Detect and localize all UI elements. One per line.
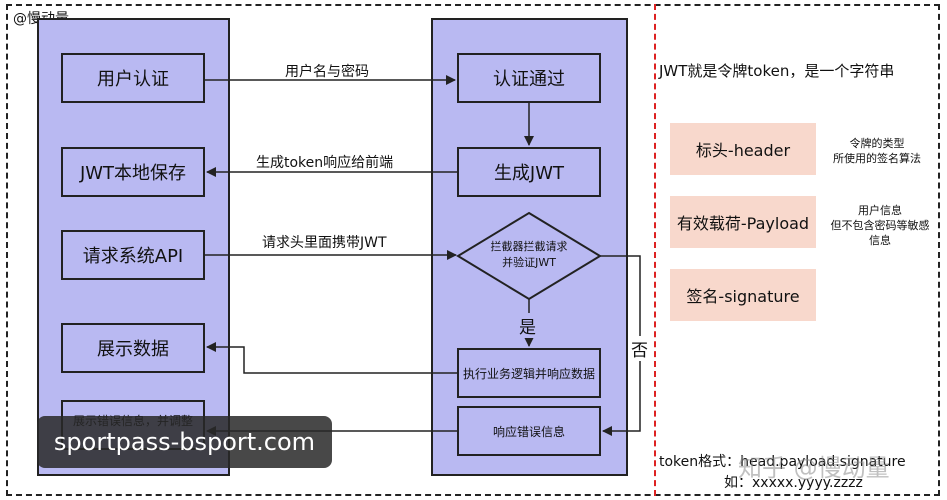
- label-yes: 是: [519, 313, 536, 338]
- token-format: token格式：head.payload.signature: [659, 454, 906, 470]
- zhihu-watermark: 知乎 @慢动量: [738, 454, 890, 482]
- signature-part: 签名-signature: [670, 269, 816, 321]
- payload-note-line-3: 信息: [869, 234, 891, 247]
- jwt-definition: JWT就是令牌token，是一个字符串: [659, 62, 895, 80]
- red-divider: [654, 4, 656, 496]
- request-api-box: 请求系统API: [61, 230, 205, 280]
- payload-note-line-2: 但不包含密码等敏感: [830, 219, 930, 232]
- label-username-password: 用户名与密码: [285, 64, 369, 80]
- outer-frame: [6, 4, 940, 496]
- token-example: 如：xxxxx.yyyy.zzzz: [724, 475, 863, 491]
- label-header-jwt: 请求头里面携带JWT: [262, 235, 387, 251]
- auth-passed-box: 认证通过: [457, 53, 601, 103]
- payload-note-line-1: 用户信息: [858, 204, 902, 217]
- interceptor-text-2: 并验证JWT: [502, 256, 556, 269]
- header-note: 令牌的类型 所使用的签名算法: [822, 136, 932, 166]
- label-no: 否: [631, 336, 648, 361]
- execute-logic-box: 执行业务逻辑并响应数据: [457, 348, 601, 398]
- site-watermark: sportpass-bsport.com: [37, 416, 332, 468]
- display-data-box: 展示数据: [61, 323, 205, 373]
- interceptor-text-1: 拦截器拦截请求: [490, 240, 568, 253]
- header-note-line-1: 令牌的类型: [849, 137, 905, 150]
- user-auth-box: 用户认证: [61, 53, 205, 103]
- header-note-line-2: 所使用的签名算法: [833, 152, 921, 165]
- jwt-save-box: JWT本地保存: [61, 147, 205, 197]
- payload-part: 有效载荷-Payload: [670, 196, 816, 248]
- header-part: 标头-header: [670, 123, 816, 175]
- arrow-execute-to-display: [206, 342, 457, 374]
- payload-note: 用户信息 但不包含密码等敏感 信息: [818, 203, 942, 248]
- label-token-response: 生成token响应给前端: [256, 155, 394, 171]
- generate-jwt-box: 生成JWT: [457, 147, 601, 197]
- error-response-box: 响应错误信息: [457, 406, 601, 456]
